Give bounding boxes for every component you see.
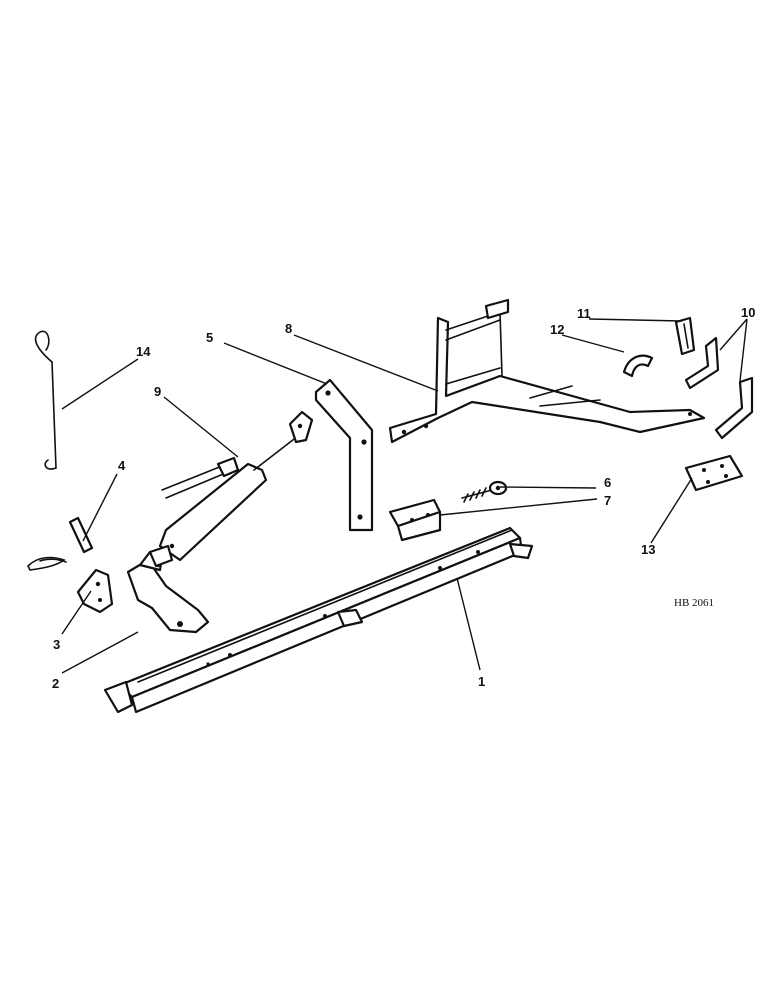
part-5-bent-arm (314, 378, 374, 532)
callout-9: 9 (154, 384, 161, 399)
callout-5: 5 (206, 330, 213, 345)
drawing-reference: HB 2061 (674, 597, 714, 609)
callout-4: 4 (118, 458, 126, 473)
part-3-small-bracket (76, 568, 114, 614)
callout-14: 14 (136, 344, 151, 359)
callout-13: 13 (641, 542, 655, 557)
part-6-eye-bolt (461, 480, 508, 503)
callout-11: 11 (577, 306, 591, 321)
part-13-block-plate (684, 454, 744, 492)
part-4-pin-and-clip (27, 516, 94, 571)
callout-1: 1 (478, 674, 485, 689)
callout-3: 3 (53, 637, 60, 652)
part-2-mounting-bracket (126, 550, 210, 634)
callout-7: 7 (604, 493, 611, 508)
callout-8: 8 (285, 321, 292, 336)
part-11-plate (674, 316, 696, 356)
part-9-hydraulic-cylinder (148, 410, 314, 568)
callout-labels: 1 2 3 4 5 6 7 8 9 10 11 12 13 14 (52, 305, 755, 691)
callout-2: 2 (52, 676, 59, 691)
callout-12: 12 (550, 322, 564, 337)
callout-10: 10 (741, 305, 755, 320)
part-8-a-frame (388, 298, 706, 444)
leader-lines (61, 318, 748, 674)
part-12-u-clip (622, 354, 654, 378)
part-14-spring-rod (34, 330, 57, 470)
callout-6: 6 (604, 475, 611, 490)
part-10-angle-clips (684, 336, 754, 440)
part-7-clamp (388, 498, 442, 542)
part-1-channel-rail (103, 526, 534, 714)
